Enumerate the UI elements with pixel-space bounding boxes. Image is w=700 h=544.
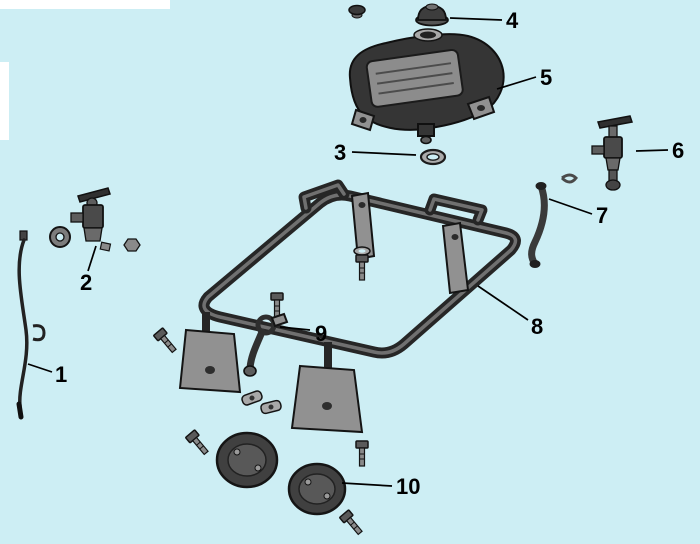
frame-strap-right: [441, 221, 470, 295]
callout-10: 10: [396, 474, 420, 499]
part-fuel-valve: [591, 115, 633, 191]
valve-lever: [597, 115, 633, 129]
callout-lines: [27, 17, 669, 487]
tank-vent-cap: [348, 4, 366, 19]
tank-outlet: [417, 123, 435, 137]
part-frame: [152, 179, 521, 434]
callout-8: 8: [531, 314, 543, 339]
hose-clip: [560, 173, 578, 184]
part-rubber-feet: [184, 429, 369, 538]
callout-1: 1: [55, 362, 67, 387]
part-fuel-tap: [49, 187, 141, 252]
tap-body: [82, 204, 104, 229]
part-fuel-hose: [528, 173, 578, 268]
callout-5: 5: [540, 65, 552, 90]
scan-artifact-top: [0, 0, 170, 9]
valve-body: [603, 136, 623, 159]
part-fuel-tank: [348, 4, 505, 145]
tap-nut: [123, 238, 141, 252]
cable-clip: [32, 324, 46, 342]
frame-drop-tube: [246, 328, 266, 372]
frame-mount-plate-middle: [290, 364, 364, 434]
tap-lever: [77, 187, 111, 203]
part-cable: [16, 230, 46, 420]
frame-mount-plate-left: [178, 328, 242, 394]
tank-front-panel: [365, 48, 464, 108]
pipe-clamp-a: [241, 390, 263, 406]
part-fuel-cap: [415, 3, 449, 27]
scan-artifact-left: [0, 62, 9, 140]
frame-strap-left: [350, 191, 376, 261]
part-grommet: [419, 148, 447, 166]
part-clamp: [255, 312, 289, 336]
callout-7: 7: [596, 203, 608, 228]
callout-3: 3: [334, 140, 346, 165]
callout-2: 2: [80, 270, 92, 295]
callout-4: 4: [506, 8, 519, 33]
valve-bowl: [605, 179, 621, 191]
callout-numbers: 1 2 3 4 5 6 7 8 9 10: [55, 8, 684, 499]
pipe-clamp-b: [260, 399, 282, 415]
callout-9: 9: [315, 321, 327, 346]
callout-6: 6: [672, 138, 684, 163]
